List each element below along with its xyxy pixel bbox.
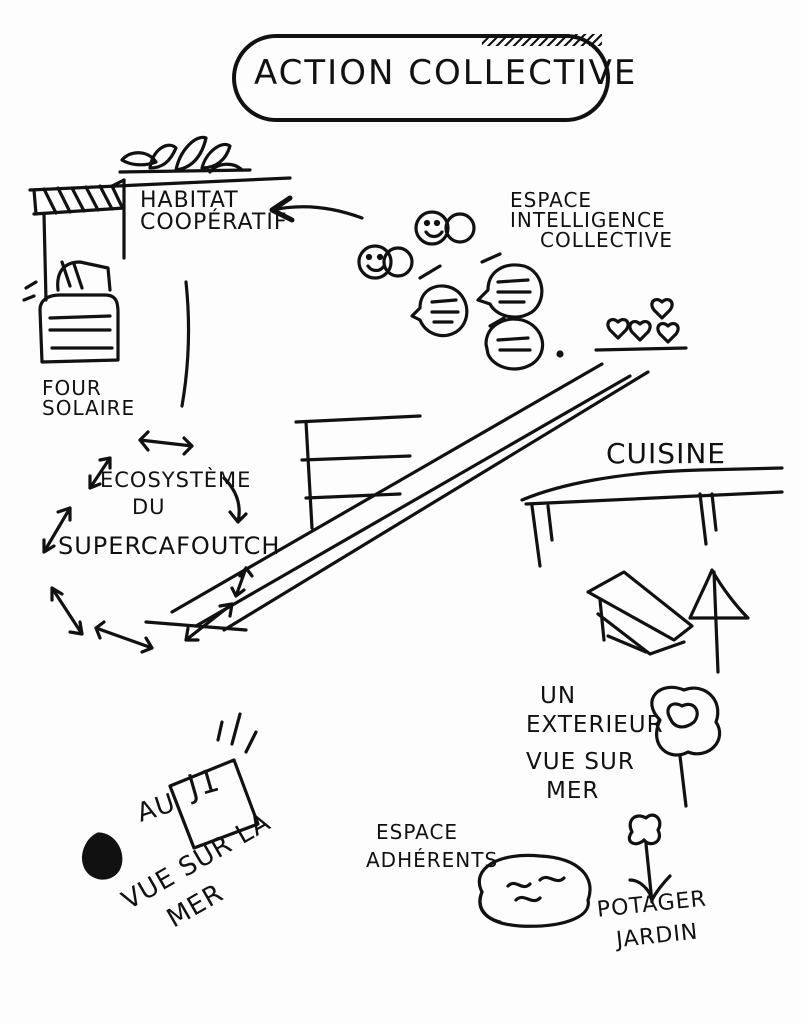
tree-icon	[650, 685, 722, 808]
people-faces-icon	[357, 210, 476, 280]
table-icon	[520, 466, 784, 568]
black-drop-icon	[82, 832, 123, 880]
label-cuisine: CUISINE	[606, 437, 726, 470]
label-line: SOLAIRE	[42, 396, 136, 420]
label-line: UN	[540, 683, 577, 709]
label-line: VUE SUR	[526, 749, 635, 775]
label-habitat-cooperatif: HABITAT COOPÉRATIF	[140, 190, 287, 234]
label-line: FOUR	[42, 376, 102, 400]
label-espace-intelligence-collective: ESPACE INTELLIGENCE COLLECTIVE	[510, 190, 673, 250]
label-espace-adherents: ESPACE ADHÉRENTS	[366, 820, 498, 870]
j1-box	[168, 712, 260, 850]
label-line: ESPACE	[376, 820, 459, 844]
base-line	[144, 620, 248, 632]
label-line: INTELLIGENCE	[510, 208, 666, 232]
label-line: COLLECTIVE	[540, 228, 674, 252]
label-four-solaire: FOUR SOLAIRE	[42, 378, 135, 418]
arrow-to-habitat	[269, 195, 364, 223]
label-potager-jardin: POTAGER JARDIN	[596, 886, 711, 953]
cycle-arrows-icon	[42, 430, 254, 654]
label-line: ECOSYSTÈME	[100, 468, 252, 492]
hearts-icon	[556, 298, 688, 358]
title-box	[232, 34, 610, 122]
speech-bubbles-icon	[410, 252, 545, 371]
divider-line	[180, 280, 191, 408]
label-line: ESPACE	[510, 188, 593, 212]
label-exterieur-vue-sur-mer: UN EXTERIEUR VUE SUR MER	[526, 683, 664, 804]
flower-icon	[627, 813, 672, 904]
label-line: EXTERIEUR	[526, 712, 664, 738]
shelves-icon	[294, 414, 422, 530]
label-line: SUPERCAFOUTCH	[58, 532, 281, 560]
label-ecosysteme: ECOSYSTÈME DU SUPERCAFOUTCH	[58, 468, 280, 559]
pool-icon	[477, 853, 592, 928]
label-line: MER	[546, 778, 600, 804]
solar-oven-icon	[22, 260, 120, 364]
page-title: ACTION COLLECTIVE	[254, 53, 638, 93]
label-line: ADHÉRENTS	[366, 848, 499, 872]
parasol-icon	[688, 568, 750, 674]
title-hatching	[482, 34, 602, 46]
label-line: COOPÉRATIF	[140, 210, 288, 235]
deck-chair-icon	[586, 570, 694, 656]
hatched-roof-icon	[28, 176, 292, 302]
plants-icon	[118, 135, 252, 174]
label-line: HABITAT	[140, 188, 239, 213]
label-line: DU	[132, 495, 166, 519]
